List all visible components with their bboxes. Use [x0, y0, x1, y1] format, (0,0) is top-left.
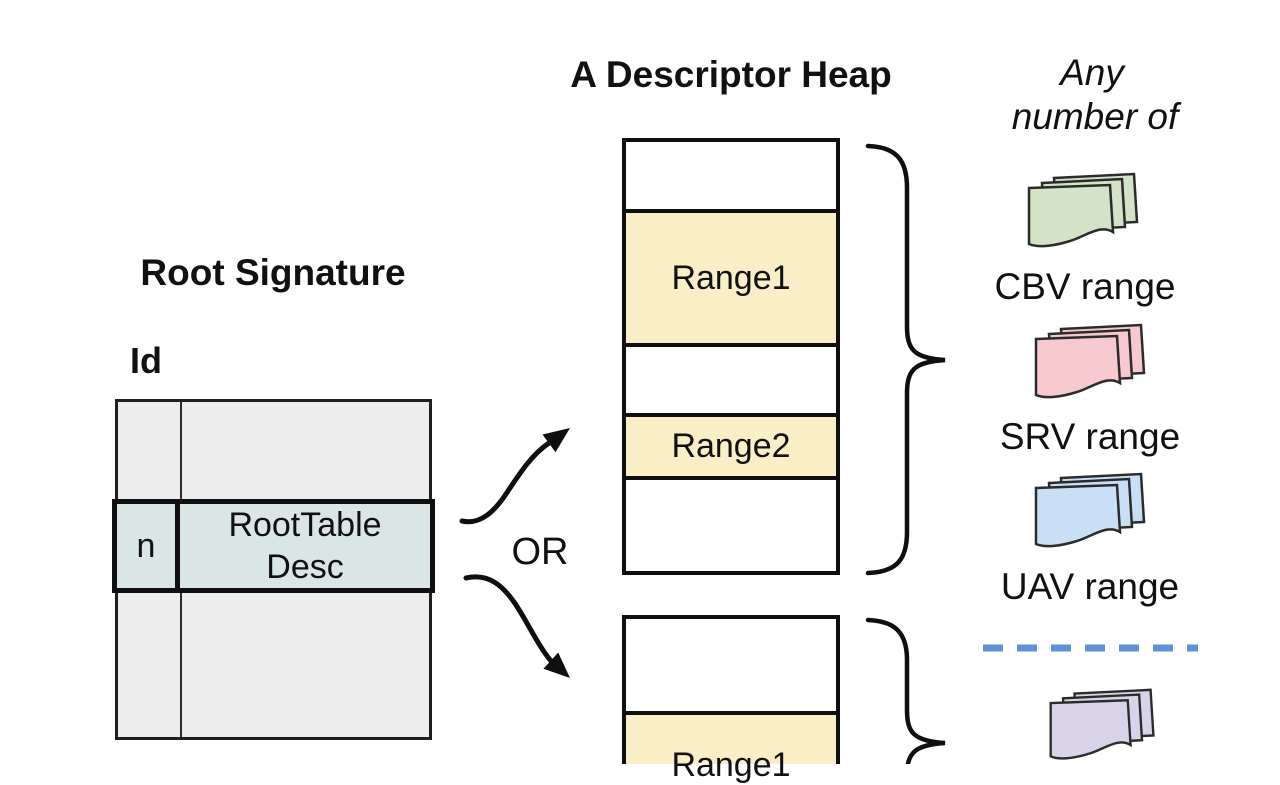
- root-table-param-row: n RootTable Desc: [112, 499, 435, 593]
- heap2-range1-row: Range1: [626, 715, 836, 784]
- heap2-range1-label: Range1: [671, 746, 791, 784]
- n-label: n: [136, 526, 156, 565]
- n-cell: n: [117, 504, 180, 588]
- descriptor-heap-title: A Descriptor Heap: [570, 54, 892, 95]
- root-table-desc-cell: RootTable Desc: [180, 504, 430, 588]
- heap1-empty-row-3: [626, 480, 836, 571]
- heap2-brace-icon: [865, 617, 946, 764]
- descriptor-heap-1: Range1 Range2: [622, 138, 840, 575]
- range2-label: Range2: [671, 427, 791, 465]
- srv-stack-icon: [1034, 323, 1146, 399]
- arrow-to-heap2-icon: [463, 574, 570, 678]
- range1-label: Range1: [671, 258, 791, 297]
- heap1-brace-icon: [865, 143, 946, 576]
- cbv-stack-icon: [1027, 172, 1139, 248]
- root-signature-title: Root Signature: [140, 252, 406, 293]
- arrow-to-heap1-icon: [459, 428, 570, 525]
- uav-range-label: UAV range: [1000, 566, 1180, 607]
- root-table-desc-line2: Desc: [266, 548, 344, 586]
- any-number-label-line1: Any: [1060, 52, 1124, 93]
- extra-stack-icon: [1049, 688, 1155, 760]
- uav-stack-icon: [1034, 472, 1146, 548]
- any-number-label-line2: number of: [1011, 96, 1179, 137]
- heap1-empty-row-2: [626, 347, 836, 417]
- heap1-empty-row-1: [626, 142, 836, 213]
- id-label: Id: [130, 340, 162, 381]
- or-label: OR: [511, 531, 569, 573]
- heap1-range2-row: Range2: [626, 417, 836, 480]
- heap2-empty-row-1: [626, 619, 836, 715]
- root-table-desc-line1: RootTable: [228, 505, 382, 544]
- cbv-range-label: CBV range: [994, 266, 1176, 307]
- srv-range-label: SRV range: [999, 416, 1181, 457]
- descriptor-heap-2: Range1: [622, 615, 840, 784]
- heap1-range1-row: Range1: [626, 213, 836, 347]
